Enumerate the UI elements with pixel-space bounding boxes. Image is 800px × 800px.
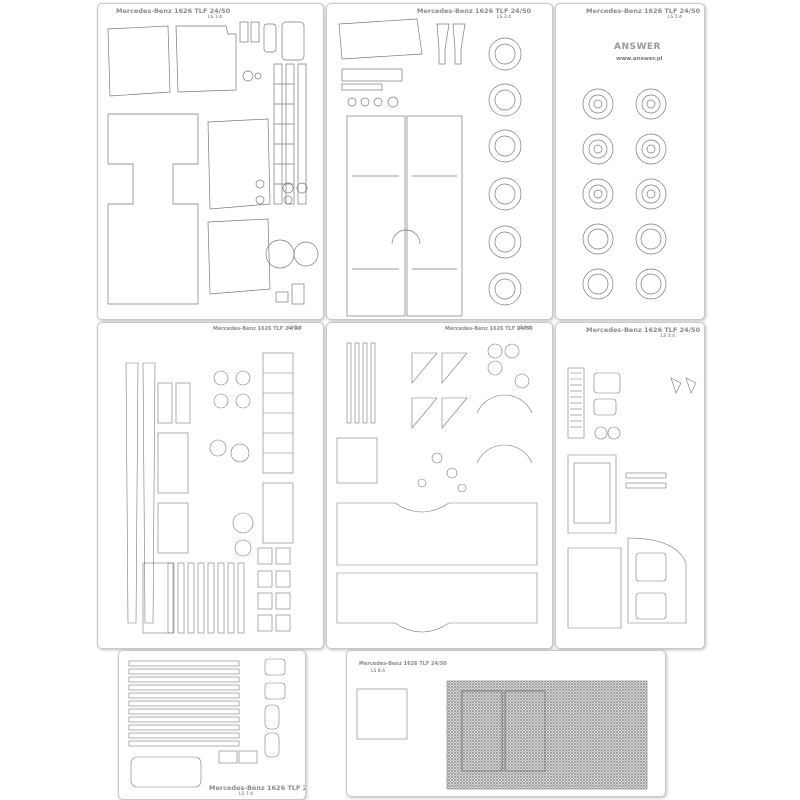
laser-sheet-7: Mercedes-Benz 1626 TLF 24/50 LS 7:4: [118, 650, 306, 800]
sheet-5-parts: [336, 342, 538, 633]
sheet-code: LS 8:4: [371, 669, 386, 674]
sheet-title: Mercedes-Benz 1626 TLF 24/50: [209, 784, 305, 792]
laser-sheet-5: Mercedes-Benz 1626 TLF 24/50 LS 6:4: [326, 322, 553, 649]
sheet-7-parts: [128, 658, 286, 788]
laser-sheet-6: Mercedes-Benz 1626 TLF 24/50 LS 3:4: [555, 322, 705, 649]
sheet-code: LS 5:4: [668, 15, 683, 20]
sheet-title: Mercedes-Benz 1626 TLF 24/50: [116, 7, 231, 15]
sheet-title: Mercedes-Benz 1626 TLF 24/50: [445, 326, 533, 332]
sheet-code: LS 1:4: [208, 15, 223, 20]
sheet-title: Mercedes-Benz 1626 TLF 24/50: [586, 7, 701, 15]
sheet-3-parts: [582, 88, 667, 300]
sheet-code: LS 3:4: [661, 334, 676, 339]
sheet-code: LS 3:4: [497, 15, 512, 20]
sheet-code: LS 2:4: [288, 326, 303, 331]
sheet-4-parts: [125, 352, 294, 634]
sheet-8-parts: [356, 680, 648, 790]
sheet-code: LS 6:4: [517, 326, 532, 331]
brand-logo: ANSWER: [614, 42, 661, 52]
laser-sheet-8: Mercedes-Benz 1626 TLF 24/50 LS 8:4: [346, 650, 666, 797]
laser-sheet-1: Mercedes-Benz 1626 TLF 24/50 LS 1:4: [97, 3, 324, 320]
sheet-title: Mercedes-Benz 1626 TLF 24/50: [417, 7, 532, 15]
laser-sheet-3: Mercedes-Benz 1626 TLF 24/50 LS 5:4 ANSW…: [555, 3, 705, 320]
sheet-title: Mercedes-Benz 1626 TLF 24/50: [213, 326, 301, 332]
laser-sheet-2: Mercedes-Benz 1626 TLF 24/50 LS 3:4: [326, 3, 553, 320]
sheet-1-parts: [107, 21, 319, 305]
laser-sheet-4: Mercedes-Benz 1626 TLF 24/50 LS 2:4: [97, 322, 324, 649]
sheet-title: Mercedes-Benz 1626 TLF 24/50: [586, 326, 701, 334]
sheet-6-parts: [567, 367, 697, 629]
sheet-title: Mercedes-Benz 1626 TLF 24/50: [359, 661, 447, 667]
sheet-code: LS 7:4: [239, 792, 254, 797]
sheet-2-parts: [338, 18, 522, 317]
brand-url: www.answer.pl: [616, 56, 663, 62]
